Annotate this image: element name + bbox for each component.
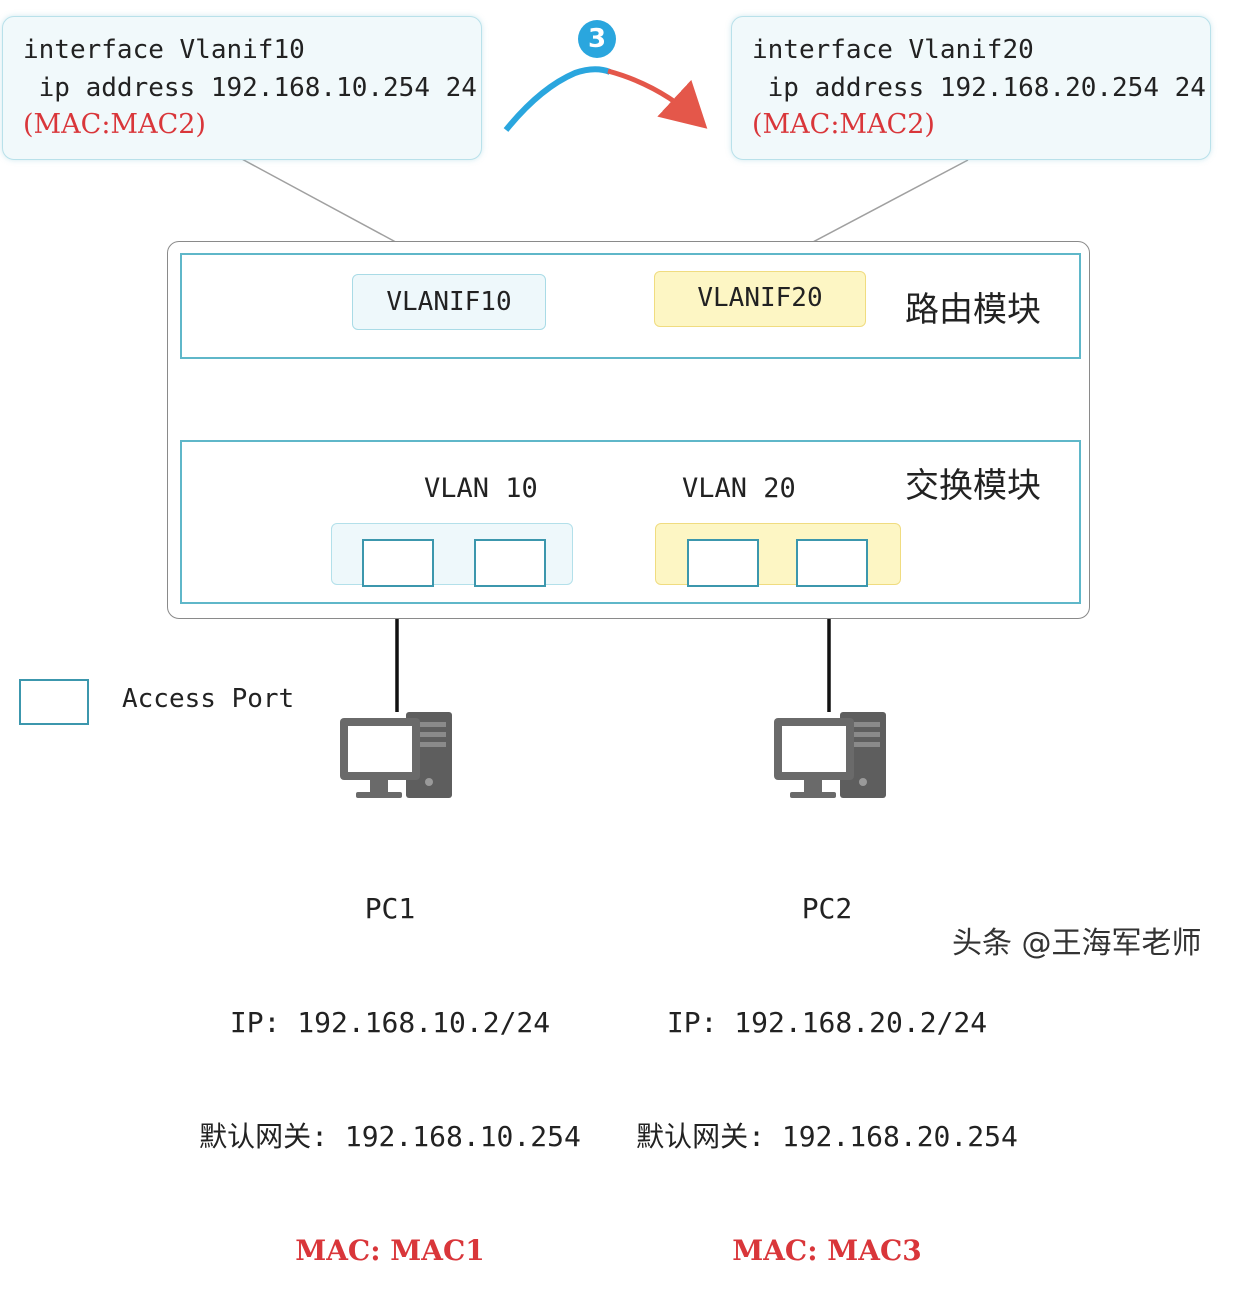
vlanif20-config-box: interface Vlanif20 ip address 192.168.20… <box>731 16 1211 160</box>
switching-module-label: 交换模块 <box>905 466 1041 506</box>
pc2-name: PC2 <box>801 892 853 925</box>
access-port-legend-icon <box>19 679 89 725</box>
pc1-name: PC1 <box>364 892 416 925</box>
pc2-mac: MAC: MAC3 <box>732 1234 922 1267</box>
watermark: 头条 @王海军老师 <box>952 926 1202 961</box>
vlanif20-config-ip: ip address 192.168.20.254 24 <box>752 73 1206 103</box>
vlanif20-config-mac: (MAC:MAC2) <box>752 109 935 140</box>
vlanif10-label: VLANIF10 <box>386 287 512 317</box>
vlan20-access-port-1 <box>687 539 759 587</box>
vlan10-access-port-2 <box>474 539 546 587</box>
pc2-gateway: 默认网关: 192.168.20.254 <box>636 1120 1018 1153</box>
vlanif20-config-interface: interface Vlanif20 <box>752 35 1034 65</box>
vlanif10-config-interface: interface Vlanif10 <box>23 35 305 65</box>
step-3-badge: 3 <box>578 20 616 58</box>
pc1-ip: IP: 192.168.10.2/24 <box>229 1006 551 1039</box>
pc2-info: PC2 IP: 192.168.20.2/24 默认网关: 192.168.20… <box>627 814 1027 1308</box>
pc1-gateway: 默认网关: 192.168.10.254 <box>199 1120 581 1153</box>
vlan10-label: VLAN 10 <box>424 473 538 504</box>
routing-module-label: 路由模块 <box>905 290 1041 330</box>
desktop-computer-icon <box>340 712 452 798</box>
vlanif10-interface: VLANIF10 <box>352 274 546 330</box>
curved-arrow-icon <box>503 66 708 132</box>
access-port-legend-label: Access Port <box>122 684 295 714</box>
desktop-computer-icon <box>774 712 886 798</box>
vlan10-access-port-1 <box>362 539 434 587</box>
vlanif10-config-box: interface Vlanif10 ip address 192.168.10… <box>2 16 482 160</box>
switching-module <box>180 440 1081 604</box>
routing-module <box>180 253 1081 359</box>
pc2-ip: IP: 192.168.20.2/24 <box>666 1006 988 1039</box>
vlanif20-label: VLANIF20 <box>697 283 823 313</box>
pc1-mac: MAC: MAC1 <box>295 1234 485 1267</box>
pc1-info: PC1 IP: 192.168.10.2/24 默认网关: 192.168.10… <box>190 814 590 1308</box>
vlan20-access-port-2 <box>796 539 868 587</box>
vlanif10-config-ip: ip address 192.168.10.254 24 <box>23 73 477 103</box>
vlan20-label: VLAN 20 <box>682 473 796 504</box>
vlanif20-interface: VLANIF20 <box>654 271 866 327</box>
vlanif10-config-mac: (MAC:MAC2) <box>23 109 206 140</box>
